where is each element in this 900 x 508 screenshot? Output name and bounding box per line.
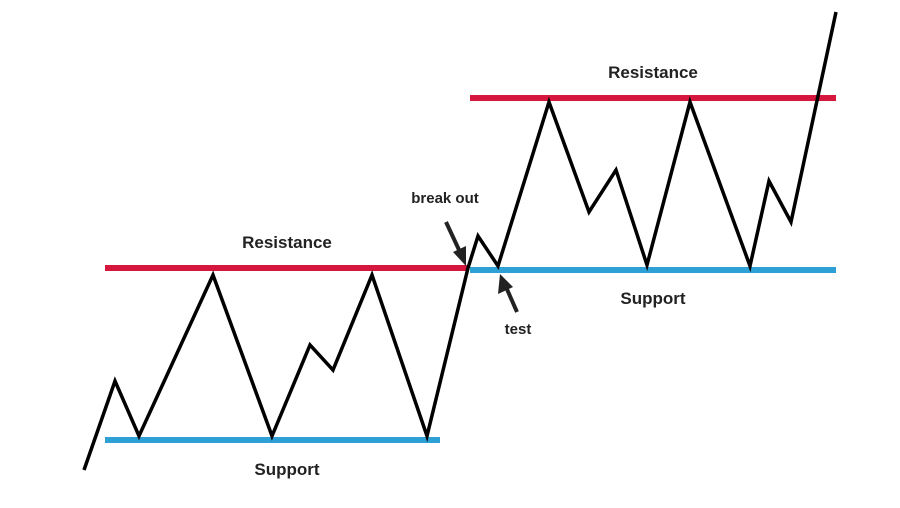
support-label-left: Support — [254, 460, 319, 479]
test-arrow-icon — [498, 274, 519, 313]
resistance-label-right: Resistance — [608, 63, 698, 82]
price-line — [82, 11, 838, 471]
resistance-label-left: Resistance — [242, 233, 332, 252]
test-label: test — [505, 321, 532, 338]
break-out-arrow-icon — [444, 221, 466, 266]
support-label-right: Support — [620, 289, 685, 308]
break-out-label: break out — [411, 190, 479, 207]
